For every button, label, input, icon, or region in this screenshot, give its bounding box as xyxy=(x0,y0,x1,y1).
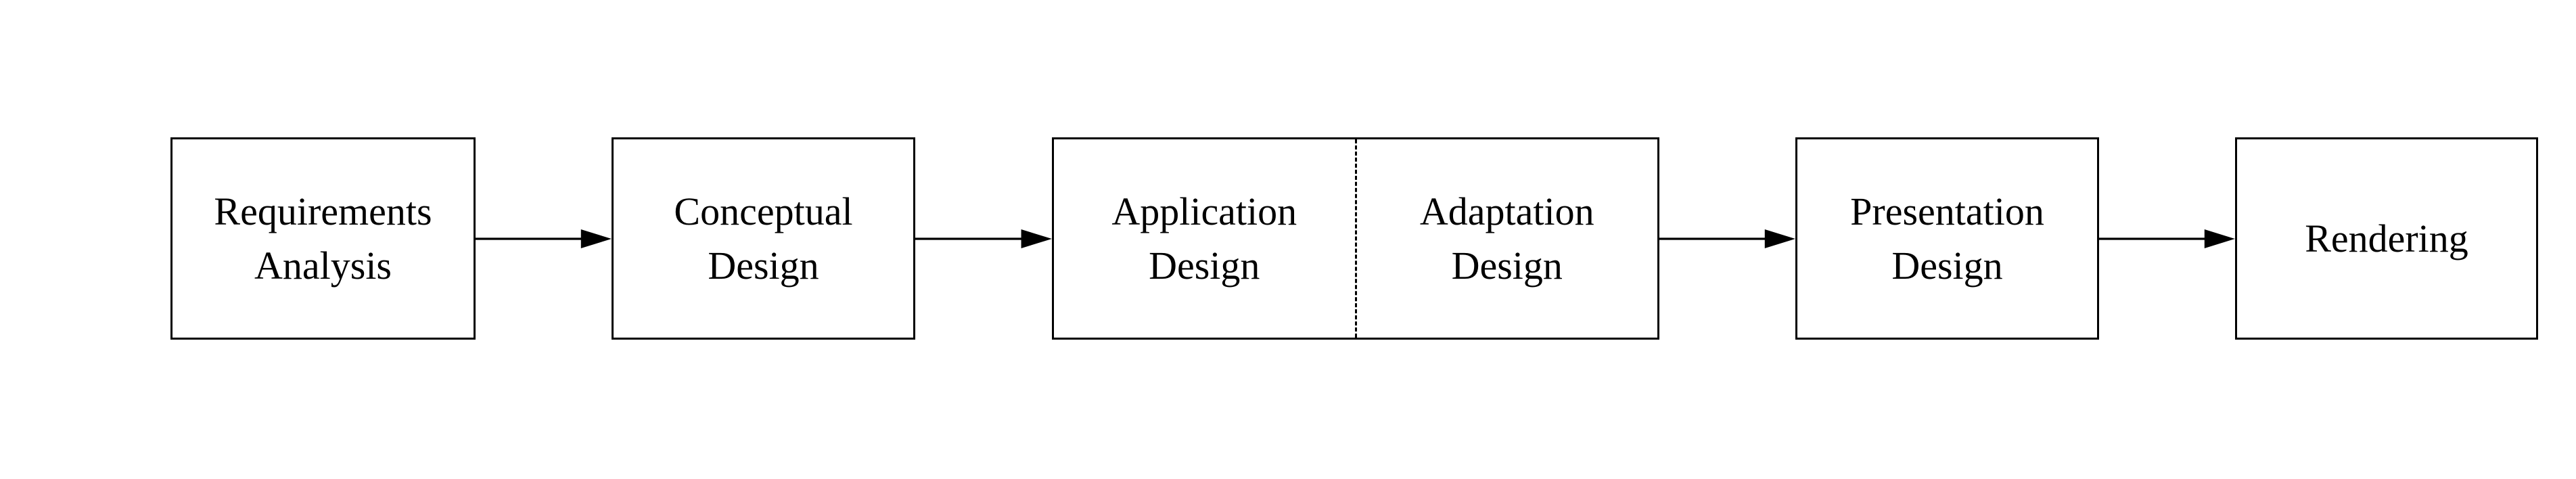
arrow-icon xyxy=(1659,229,1795,248)
node-label-line: Presentation xyxy=(1850,189,2044,233)
arrow-requirements-to-conceptual xyxy=(476,225,612,252)
process-node-requirements-analysis[interactable]: Requirements Analysis xyxy=(170,137,476,340)
node-compartment: Presentation Design xyxy=(1797,139,2097,338)
node-compartment-adaptation-design: Adaptation Design xyxy=(1357,139,1658,338)
process-node-application-adaptation-design[interactable]: Application Design Adaptation Design xyxy=(1052,137,1659,340)
node-compartment: Conceptual Design xyxy=(614,139,913,338)
node-label-line: Design xyxy=(1149,243,1260,288)
process-node-presentation-design[interactable]: Presentation Design xyxy=(1795,137,2099,340)
node-label-line: Conceptual xyxy=(674,189,853,233)
node-compartment-application-design: Application Design xyxy=(1054,139,1357,338)
node-label-line: Rendering xyxy=(2305,216,2468,260)
node-compartment: Rendering xyxy=(2237,139,2536,338)
arrow-icon xyxy=(2099,229,2235,248)
node-label-line: Requirements xyxy=(214,189,432,233)
process-node-conceptual-design[interactable]: Conceptual Design xyxy=(612,137,915,340)
arrow-conceptual-to-application xyxy=(915,225,1052,252)
node-compartment: Requirements Analysis xyxy=(172,139,474,338)
arrow-adaptation-to-presentation xyxy=(1659,225,1795,252)
node-label-line: Design xyxy=(708,243,819,288)
node-label-line: Design xyxy=(1451,243,1563,288)
arrow-icon xyxy=(476,229,612,248)
node-label-line: Analysis xyxy=(254,243,392,288)
node-label-line: Application xyxy=(1111,189,1297,233)
arrow-icon xyxy=(915,229,1052,248)
node-label-line: Design xyxy=(1891,243,2003,288)
process-node-rendering[interactable]: Rendering xyxy=(2235,137,2538,340)
arrow-presentation-to-rendering xyxy=(2099,225,2235,252)
node-label-line: Adaptation xyxy=(1419,189,1594,233)
